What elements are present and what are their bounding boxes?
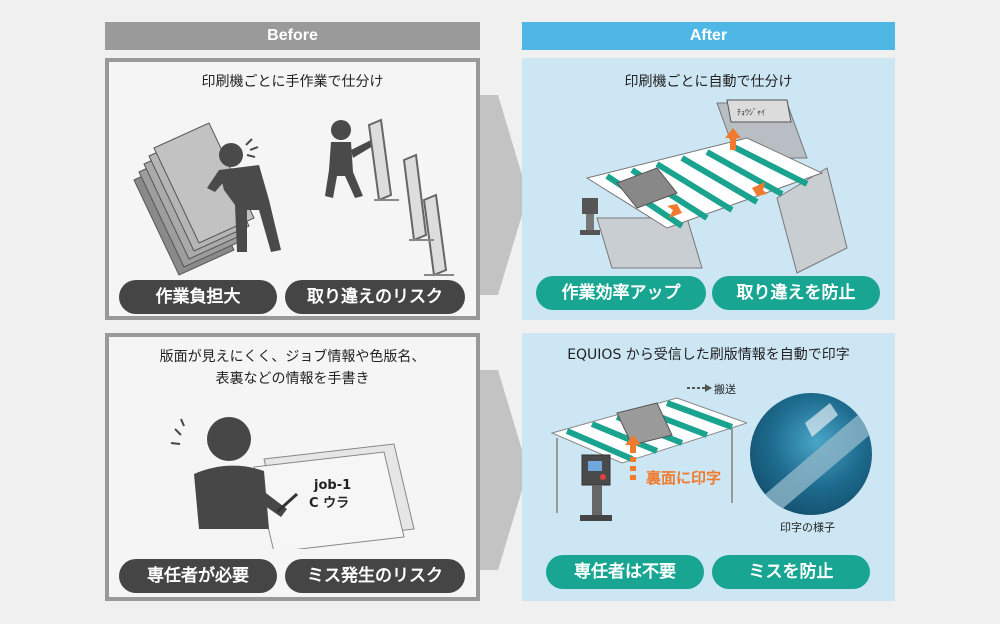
before-bottom-panel: 版面が見えにくく、ジョブ情報や色版名、 表裏などの情報を手書き job-1 C … bbox=[105, 333, 480, 601]
after-top-title: 印刷機ごとに自動で仕分け bbox=[624, 74, 793, 90]
manual-sorting-illustration bbox=[133, 118, 454, 277]
transition-arrow-bottom bbox=[478, 370, 528, 570]
labeled-plate: ﾁｮｳｼﾞｬｲ bbox=[726, 99, 792, 123]
transport-arrow bbox=[687, 384, 712, 392]
printing-photo bbox=[750, 393, 872, 515]
tired-worker-icon bbox=[207, 138, 281, 252]
error-risk-badge: ミス発生のリスク bbox=[285, 559, 465, 593]
transport-label: 搬送 bbox=[714, 383, 736, 396]
handwritten-color-label: C ウラ bbox=[309, 496, 349, 511]
auto-sorting-machine-illustration: ﾁｮｳｼﾞｬｲ bbox=[580, 99, 848, 274]
photo-caption: 印字の様子 bbox=[780, 521, 835, 534]
conveyor-belt bbox=[585, 137, 824, 229]
print-back-label: 裏面に印字 bbox=[646, 469, 722, 487]
after-header: After bbox=[522, 22, 895, 50]
direction-arrows bbox=[667, 128, 767, 218]
printer-unit-icon bbox=[580, 454, 612, 521]
print-up-arrow bbox=[625, 435, 641, 480]
mixup-risk-badge: 取り違えのリスク bbox=[285, 280, 465, 314]
printer-stand-icon bbox=[580, 198, 600, 235]
before-header: Before bbox=[105, 22, 480, 50]
after-top-panel: 印刷機ごとに自動で仕分け ﾁｮｳｼﾞｬｲ bbox=[522, 58, 895, 320]
after-bottom-title: EQUIOS から受信した刷版情報を自動で印字 bbox=[567, 347, 850, 363]
before-bottom-title-line1: 版面が見えにくく、ジョブ情報や色版名、 bbox=[159, 349, 426, 365]
handwritten-job-label: job-1 bbox=[313, 478, 351, 493]
workload-heavy-badge: 作業負担大 bbox=[119, 280, 277, 314]
before-bottom-title-line2: 表裏などの情報を手書き bbox=[215, 371, 370, 387]
printed-plate-closeup bbox=[755, 403, 872, 515]
no-dedicated-staff-badge: 専任者は不要 bbox=[546, 555, 704, 589]
after-bottom-panel: EQUIOS から受信した刷版情報を自動で印字 bbox=[522, 333, 895, 601]
before-top-title: 印刷機ごとに手作業で仕分け bbox=[201, 74, 384, 90]
plate-stack-icon bbox=[133, 122, 255, 276]
dedicated-staff-required-badge: 専任者が必要 bbox=[119, 559, 277, 593]
plate-label: ﾁｮｳｼﾞｬｲ bbox=[737, 108, 765, 117]
writer-icon bbox=[170, 417, 287, 529]
worker-with-racks-icon bbox=[325, 118, 454, 277]
error-prevented-badge: ミスを防止 bbox=[712, 555, 870, 589]
efficiency-up-badge: 作業効率アップ bbox=[536, 276, 706, 310]
auto-printing-illustration bbox=[550, 384, 747, 521]
handwriting-illustration: job-1 C ウラ bbox=[170, 417, 415, 549]
pen-icon bbox=[275, 492, 299, 514]
mixup-prevented-badge: 取り違えを防止 bbox=[712, 276, 880, 310]
before-top-panel: 印刷機ごとに手作業で仕分け bbox=[105, 58, 480, 320]
transition-arrow-top bbox=[478, 95, 528, 295]
